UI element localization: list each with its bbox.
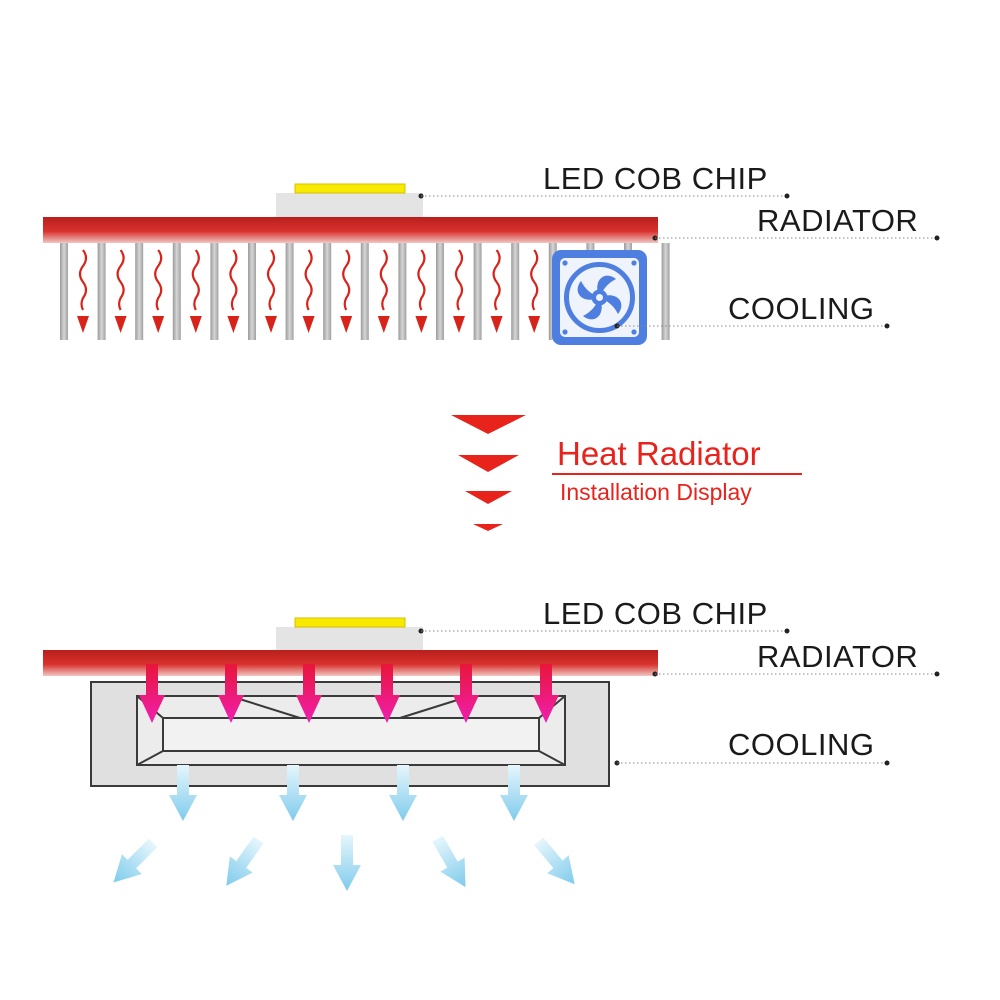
cool-air-arrow	[113, 838, 158, 883]
heat-flow-arrow	[154, 249, 163, 311]
heat-arrow-head	[377, 316, 390, 333]
heat-arrow-head	[77, 316, 89, 333]
chip-base	[276, 193, 423, 218]
diagram-title: Heat Radiator	[557, 435, 761, 472]
cool-air-arrow	[333, 835, 361, 891]
title-underline	[552, 473, 802, 475]
heat-flow-arrow	[530, 249, 539, 311]
cool-air-arrow	[432, 835, 466, 888]
heatsink-fin	[398, 243, 407, 340]
hot-air-arrows	[139, 664, 559, 723]
heat-flow-arrow	[417, 249, 426, 311]
cool-air-arrow	[389, 765, 417, 821]
heat-arrow-head	[302, 316, 315, 333]
chip-base	[276, 627, 423, 652]
heat-flow-arrow	[342, 249, 351, 311]
heat-arrow-head	[114, 316, 127, 333]
cool-air-arrow	[169, 765, 197, 821]
heatsink-fin	[285, 243, 294, 340]
heatsink-fin	[135, 243, 144, 340]
heatsink-fin	[210, 243, 219, 340]
top-diagram	[43, 183, 940, 345]
heat-flow-arrows	[77, 249, 541, 333]
heat-flow-arrow	[304, 249, 313, 311]
top-chip-label: LED COB CHIP	[543, 161, 768, 196]
bottom-radiator-label: RADIATOR	[757, 639, 919, 674]
fan-icon	[552, 250, 647, 345]
heatsink-fin	[60, 243, 68, 340]
heatsink-fin	[436, 243, 444, 340]
hot-air-arrow	[218, 664, 244, 723]
led-cob-chip	[294, 617, 406, 628]
cool-air-arrow	[226, 836, 264, 886]
leader-lines	[418, 193, 940, 329]
heat-flow-arrow	[229, 249, 238, 311]
heat-arrow-head	[453, 316, 465, 333]
hot-air-arrow	[533, 664, 559, 723]
heat-flow-arrow	[78, 249, 88, 311]
heat-arrow-head	[528, 316, 541, 333]
leader-lines	[418, 628, 940, 766]
hot-air-arrow	[374, 664, 400, 723]
heat-arrow-head	[152, 316, 165, 333]
down-chevrons	[451, 415, 526, 531]
heat-arrow-head	[189, 316, 202, 333]
heatsink-fin	[323, 243, 332, 340]
top-radiator-label: RADIATOR	[757, 203, 919, 238]
hot-air-arrow	[453, 664, 479, 723]
radiator-plate	[43, 650, 658, 676]
bottom-diagram	[43, 617, 940, 891]
bottom-chip-label: LED COB CHIP	[543, 596, 768, 631]
heatsink-fin	[248, 243, 256, 340]
heat-arrow-head	[415, 316, 428, 333]
heatsink-fin	[511, 243, 520, 340]
heat-arrow-head	[227, 316, 240, 333]
cool-air-arrow	[534, 837, 575, 885]
hot-air-arrow	[296, 664, 322, 723]
diagram-subtitle: Installation Display	[560, 479, 752, 505]
radiator-plate	[43, 217, 658, 243]
heatsink-fin	[473, 243, 482, 340]
heat-flow-arrow	[191, 249, 200, 311]
heatsink-fin	[360, 243, 369, 340]
heat-flow-arrow	[379, 249, 388, 311]
heat-arrow-head	[265, 316, 277, 333]
heatsink-fin	[661, 243, 670, 340]
cooling-housing	[90, 681, 610, 787]
hot-air-arrow	[139, 664, 165, 723]
heat-flow-arrow	[116, 249, 125, 311]
bottom-cooling-label: COOLING	[728, 727, 875, 762]
heat-arrow-head	[490, 316, 503, 333]
heat-flow-arrow	[454, 249, 464, 311]
heat-flow-arrow	[492, 249, 501, 311]
cool-air-arrow	[500, 765, 528, 821]
cool-air-arrow	[279, 765, 307, 821]
cool-air-arrows	[113, 765, 575, 891]
heatsink-fin	[172, 243, 181, 340]
heatsink-fin	[97, 243, 106, 340]
led-cob-chip	[294, 183, 406, 194]
heat-arrow-head	[340, 316, 353, 333]
top-cooling-label: COOLING	[728, 291, 875, 326]
heat-flow-arrow	[266, 249, 276, 311]
